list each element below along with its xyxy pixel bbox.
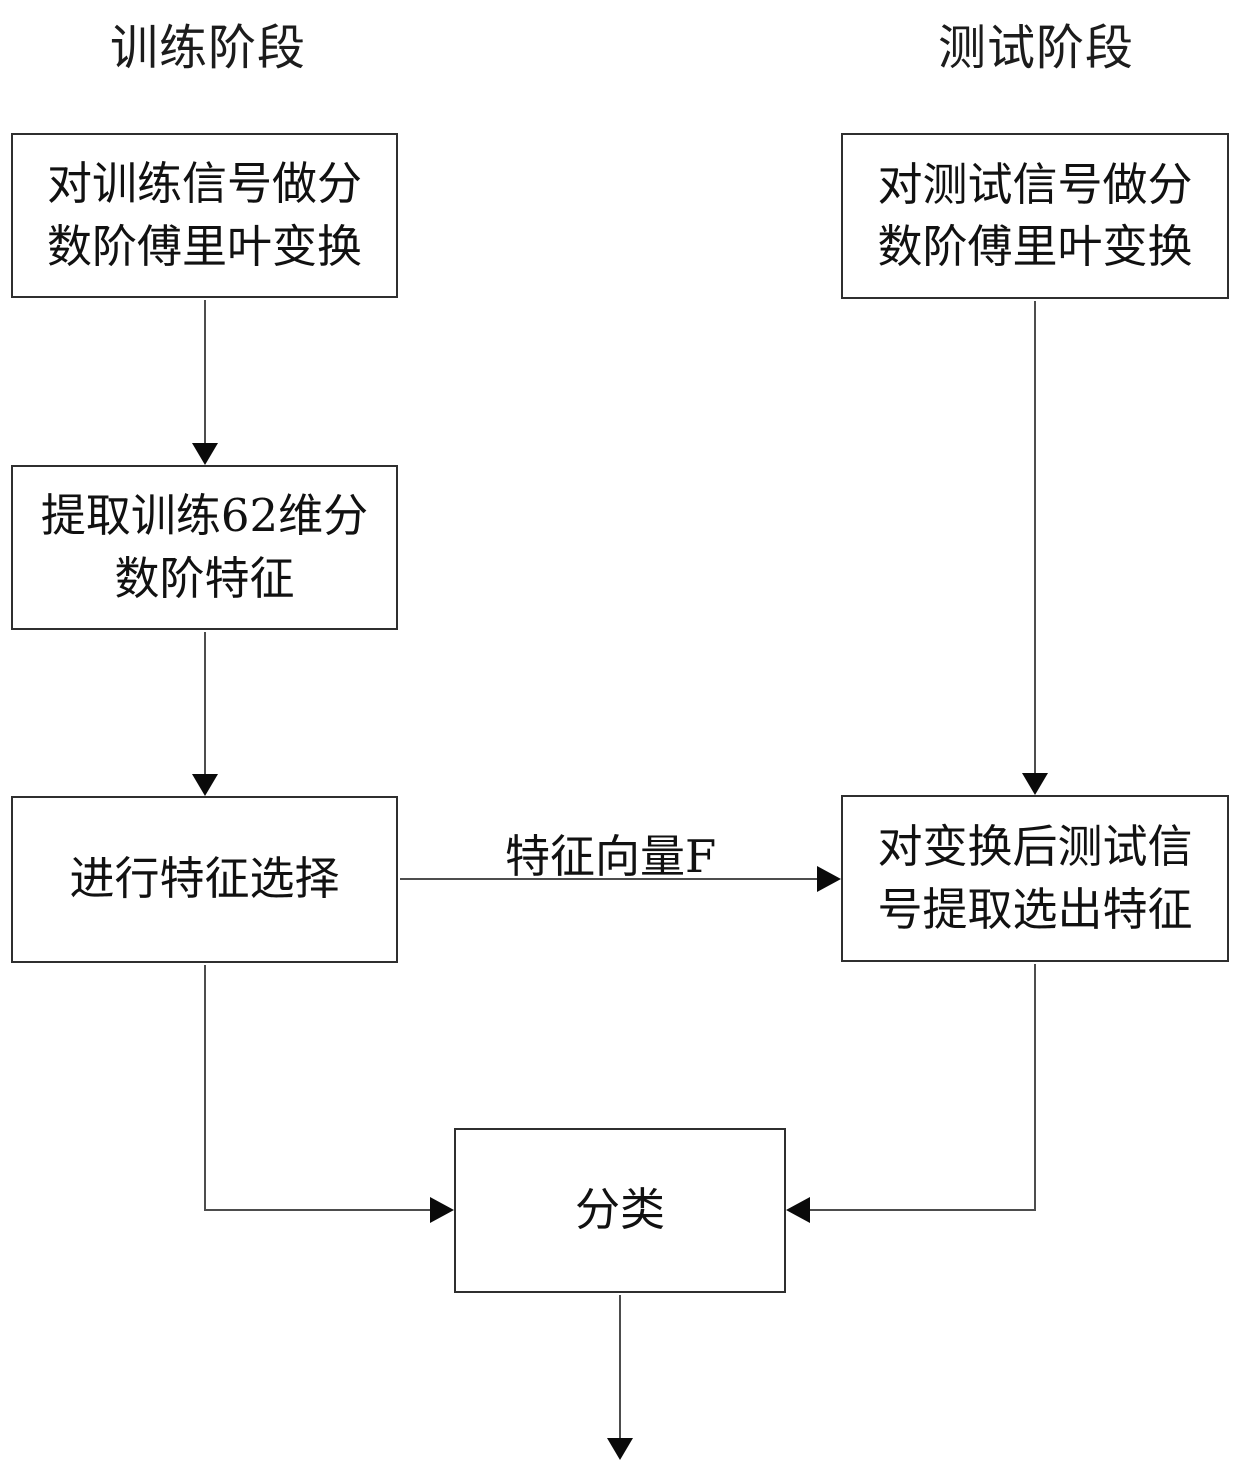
node-train-frft-label: 对训练信号做分数阶傅里叶变换 [46, 157, 362, 273]
edge-classify-output-arrowhead-icon [607, 1438, 633, 1460]
edge-testextract-to-classify-arrowhead-icon [786, 1197, 810, 1223]
node-classify: 分类 [454, 1128, 786, 1293]
node-test-frft-label: 对测试信号做分数阶傅里叶变换 [877, 157, 1193, 273]
edge-testextract-to-classify-vline [1034, 964, 1036, 1211]
edge-train-extract-to-selection-line [204, 632, 206, 774]
edge-feature-vector-line [400, 878, 817, 880]
node-test-extract-selected: 对变换后测试信号提取选出特征 [841, 795, 1229, 962]
edge-selection-to-classify-hline [204, 1209, 430, 1211]
edge-testextract-to-classify-hline [810, 1209, 1036, 1211]
node-train-extract-features-label: 提取训练62维分数阶特征 [40, 489, 369, 605]
edge-label-feature-vector: 特征向量F [505, 830, 717, 883]
node-feature-selection-label: 进行特征选择 [69, 852, 340, 906]
node-train-extract-features: 提取训练62维分数阶特征 [11, 465, 398, 630]
edge-test-frft-to-extract-arrowhead-icon [1022, 773, 1048, 795]
edge-selection-to-classify-vline [204, 965, 206, 1211]
test-phase-title: 测试阶段 [938, 20, 1135, 76]
node-feature-selection: 进行特征选择 [11, 796, 398, 963]
edge-selection-to-classify-arrowhead-icon [430, 1197, 454, 1223]
train-phase-title: 训练阶段 [110, 20, 307, 76]
node-classify-label: 分类 [574, 1183, 665, 1237]
edge-train-extract-to-selection-arrowhead-icon [192, 774, 218, 796]
node-test-extract-selected-label: 对变换后测试信号提取选出特征 [877, 820, 1193, 936]
edge-feature-vector-arrowhead-icon [817, 866, 841, 892]
edge-train-frft-to-extract-line [204, 300, 206, 445]
node-test-frft: 对测试信号做分数阶傅里叶变换 [841, 133, 1229, 299]
edge-classify-output-line [619, 1295, 621, 1440]
node-train-frft: 对训练信号做分数阶傅里叶变换 [11, 133, 398, 298]
edge-test-frft-to-extract-line [1034, 301, 1036, 773]
edge-train-frft-to-extract-arrowhead-icon [192, 443, 218, 465]
